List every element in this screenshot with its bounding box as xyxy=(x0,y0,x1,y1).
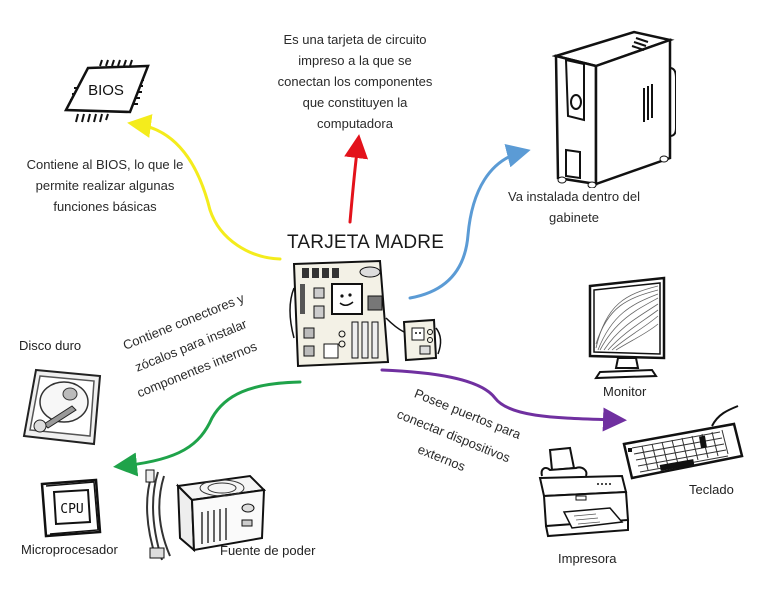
externos-description: Posee puertos para conectar dispositivos… xyxy=(388,376,548,476)
arrow-bios xyxy=(127,114,282,261)
bios-chip-icon: BIOS xyxy=(64,59,150,123)
cpu-label: Microprocesador xyxy=(21,542,118,557)
definition-description: Es una tarjeta de circuito impreso a la … xyxy=(262,29,448,134)
internos-description: Contiene conectores y zócalos para insta… xyxy=(104,290,304,444)
bios-chip-label: BIOS xyxy=(88,82,124,99)
cpu-icon: CPU xyxy=(40,478,102,538)
gabinete-description: Va instalada dentro del gabinete xyxy=(488,186,660,228)
motherboard-icon xyxy=(289,259,442,368)
hard-disk-icon xyxy=(22,368,102,446)
definition-line: impreso a la que se xyxy=(298,53,412,68)
definition-line: conectan los componentes xyxy=(277,74,433,89)
bios-description-line: Contiene al BIOS, lo que le xyxy=(26,157,184,172)
power-supply-icon xyxy=(145,469,266,561)
definition-line: computadora xyxy=(317,116,393,131)
bios-description-line: funciones básicas xyxy=(53,199,157,214)
printer-label: Impresora xyxy=(558,551,617,566)
central-title: TARJETA MADRE xyxy=(287,232,445,253)
arrow-externos xyxy=(380,368,627,432)
power-supply-label: Fuente de poder xyxy=(220,543,316,558)
definition-line: que constituyen la xyxy=(302,95,408,110)
computer-case-icon xyxy=(552,30,676,188)
gabinete-line: gabinete xyxy=(549,210,599,225)
printer-icon xyxy=(538,446,630,538)
monitor-icon xyxy=(588,276,666,380)
arrow-internos xyxy=(113,380,302,477)
keyboard-label: Teclado xyxy=(689,482,734,497)
hard-disk-label: Disco duro xyxy=(19,338,82,353)
cpu-icon-text: CPU xyxy=(60,502,83,517)
bios-description-line: permite realizar algunas xyxy=(35,178,175,193)
definition-line: Es una tarjeta de circuito xyxy=(283,32,427,47)
monitor-label: Monitor xyxy=(603,384,647,399)
arrow-gabinete xyxy=(408,144,531,300)
arrow-definition xyxy=(344,134,369,224)
gabinete-line: Va instalada dentro del xyxy=(507,189,641,204)
bios-description: Contiene al BIOS, lo que le permite real… xyxy=(10,154,200,217)
keyboard-icon xyxy=(622,405,744,480)
